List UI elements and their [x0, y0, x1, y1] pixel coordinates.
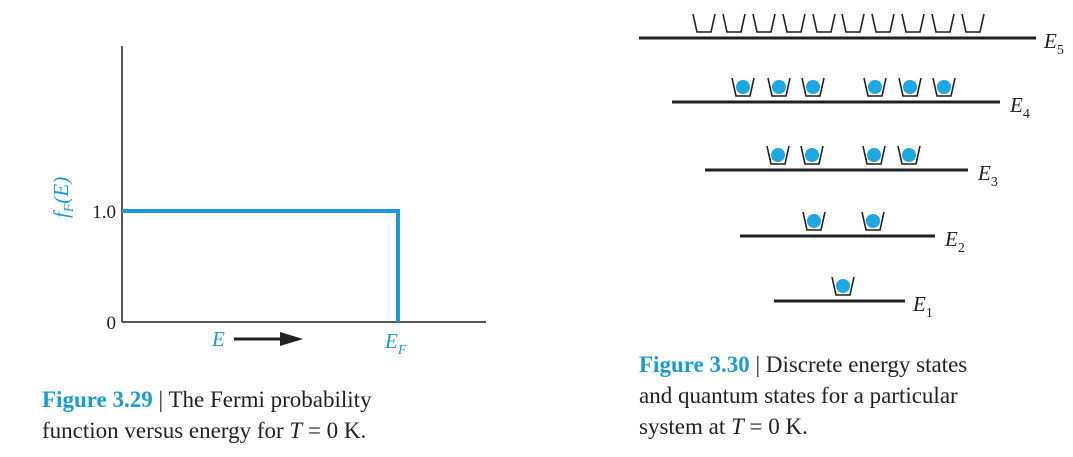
energy-level-label-sub: 3 — [991, 175, 998, 190]
energy-level-label-sub: 5 — [1057, 43, 1064, 58]
tick-label-zero: 0 — [107, 313, 117, 334]
energy-level-label-main: E — [977, 161, 991, 185]
fermi-energy-label: EF — [384, 329, 407, 358]
quantum-state-cup — [766, 145, 790, 165]
quantum-state-cup — [782, 13, 806, 33]
y-axis-label-arg: (E) — [49, 177, 73, 204]
quantum-state-cup — [871, 13, 895, 33]
energy-level-label: E1 — [912, 292, 933, 321]
energy-level-label-sub: 4 — [1023, 107, 1030, 122]
fermi-plot: 1.0 0 fF(E) E EF — [49, 46, 486, 358]
electron-dot — [807, 214, 821, 228]
electron-dot — [903, 80, 917, 94]
electron-dot — [866, 214, 880, 228]
energy-level: E2 — [740, 211, 965, 256]
caption-text-line2-post: = 0 K. — [302, 418, 367, 443]
energy-level: E1 — [774, 276, 933, 321]
quantum-state-cup — [901, 13, 925, 33]
quantum-state-cup — [802, 211, 826, 231]
electron-dot — [868, 80, 882, 94]
energy-level-label-main: E — [1043, 29, 1057, 53]
energy-level-label: E3 — [977, 161, 998, 190]
tick-label-one: 1.0 — [92, 202, 116, 223]
quantum-state-cup — [692, 13, 716, 33]
quantum-state-cup — [801, 77, 825, 97]
quantum-state-cup — [752, 13, 776, 33]
quantum-state-cup — [897, 145, 921, 165]
energy-level-label-main: E — [1009, 93, 1023, 117]
quantum-state-cup — [722, 13, 746, 33]
fermi-energy-label-main: E — [384, 329, 398, 353]
energy-level-label: E5 — [1043, 29, 1064, 58]
quantum-state-cup — [800, 145, 824, 165]
y-axis-label-sub: F — [62, 203, 77, 213]
electron-dot — [902, 148, 916, 162]
quantum-state-cup — [961, 13, 985, 33]
x-axis-energy-label: E — [211, 327, 225, 351]
quantum-state-cup — [862, 145, 886, 165]
electron-dot — [805, 148, 819, 162]
electron-dot — [736, 80, 750, 94]
y-axis-label-main: f — [49, 209, 73, 218]
caption-text-line3-pre: system at — [639, 414, 731, 439]
quantum-state-cup — [731, 77, 755, 97]
energy-level: E3 — [705, 145, 998, 190]
electron-dot — [937, 80, 951, 94]
caption-separator: | — [749, 352, 766, 377]
energy-level: E4 — [672, 77, 1030, 122]
caption-temperature-symbol: T — [289, 418, 303, 443]
quantum-state-cup — [861, 211, 885, 231]
caption-text-line1: Discrete energy states — [765, 352, 968, 377]
energy-level-label-main: E — [944, 227, 958, 251]
energy-level-label-sub: 1 — [926, 306, 933, 321]
electron-dot — [771, 148, 785, 162]
quantum-state-cup — [932, 77, 956, 97]
energy-level-label: E2 — [944, 227, 965, 256]
caption-temperature-symbol: T — [731, 414, 744, 439]
quantum-state-cup — [812, 13, 836, 33]
fermi-energy-label-sub: F — [397, 343, 407, 358]
caption-figure-3-30: Figure 3.30 | Discrete energy states and… — [639, 349, 967, 442]
quantum-state-cup — [831, 276, 855, 296]
quantum-state-cup — [898, 77, 922, 97]
energy-arrow — [234, 332, 303, 346]
quantum-state-cup — [841, 13, 865, 33]
caption-text-line2: and quantum states for a particular — [639, 383, 958, 408]
caption-separator: | — [152, 387, 169, 412]
energy-level-label: E4 — [1009, 93, 1030, 122]
energy-level: E5 — [639, 13, 1064, 58]
electron-dot — [772, 80, 786, 94]
caption-number: Figure 3.29 — [42, 387, 153, 412]
quantum-state-cup — [863, 77, 887, 97]
quantum-state-cup — [931, 13, 955, 33]
electron-dot — [806, 80, 820, 94]
caption-number: Figure 3.30 — [639, 352, 750, 377]
y-axis-label: fF(E) — [49, 177, 77, 218]
electron-dot — [867, 148, 881, 162]
electron-dot — [836, 279, 850, 293]
caption-text-line3-post: = 0 K. — [743, 414, 808, 439]
quantum-state-cup — [767, 77, 791, 97]
caption-text-line1: The Fermi probability — [168, 387, 372, 412]
fermi-step-curve — [122, 209, 400, 322]
caption-text-line2-pre: function versus energy for — [42, 418, 290, 443]
energy-level-label-main: E — [912, 292, 926, 316]
caption-figure-3-29: Figure 3.29 | The Fermi probability func… — [42, 384, 372, 446]
energy-level-label-sub: 2 — [958, 241, 965, 256]
